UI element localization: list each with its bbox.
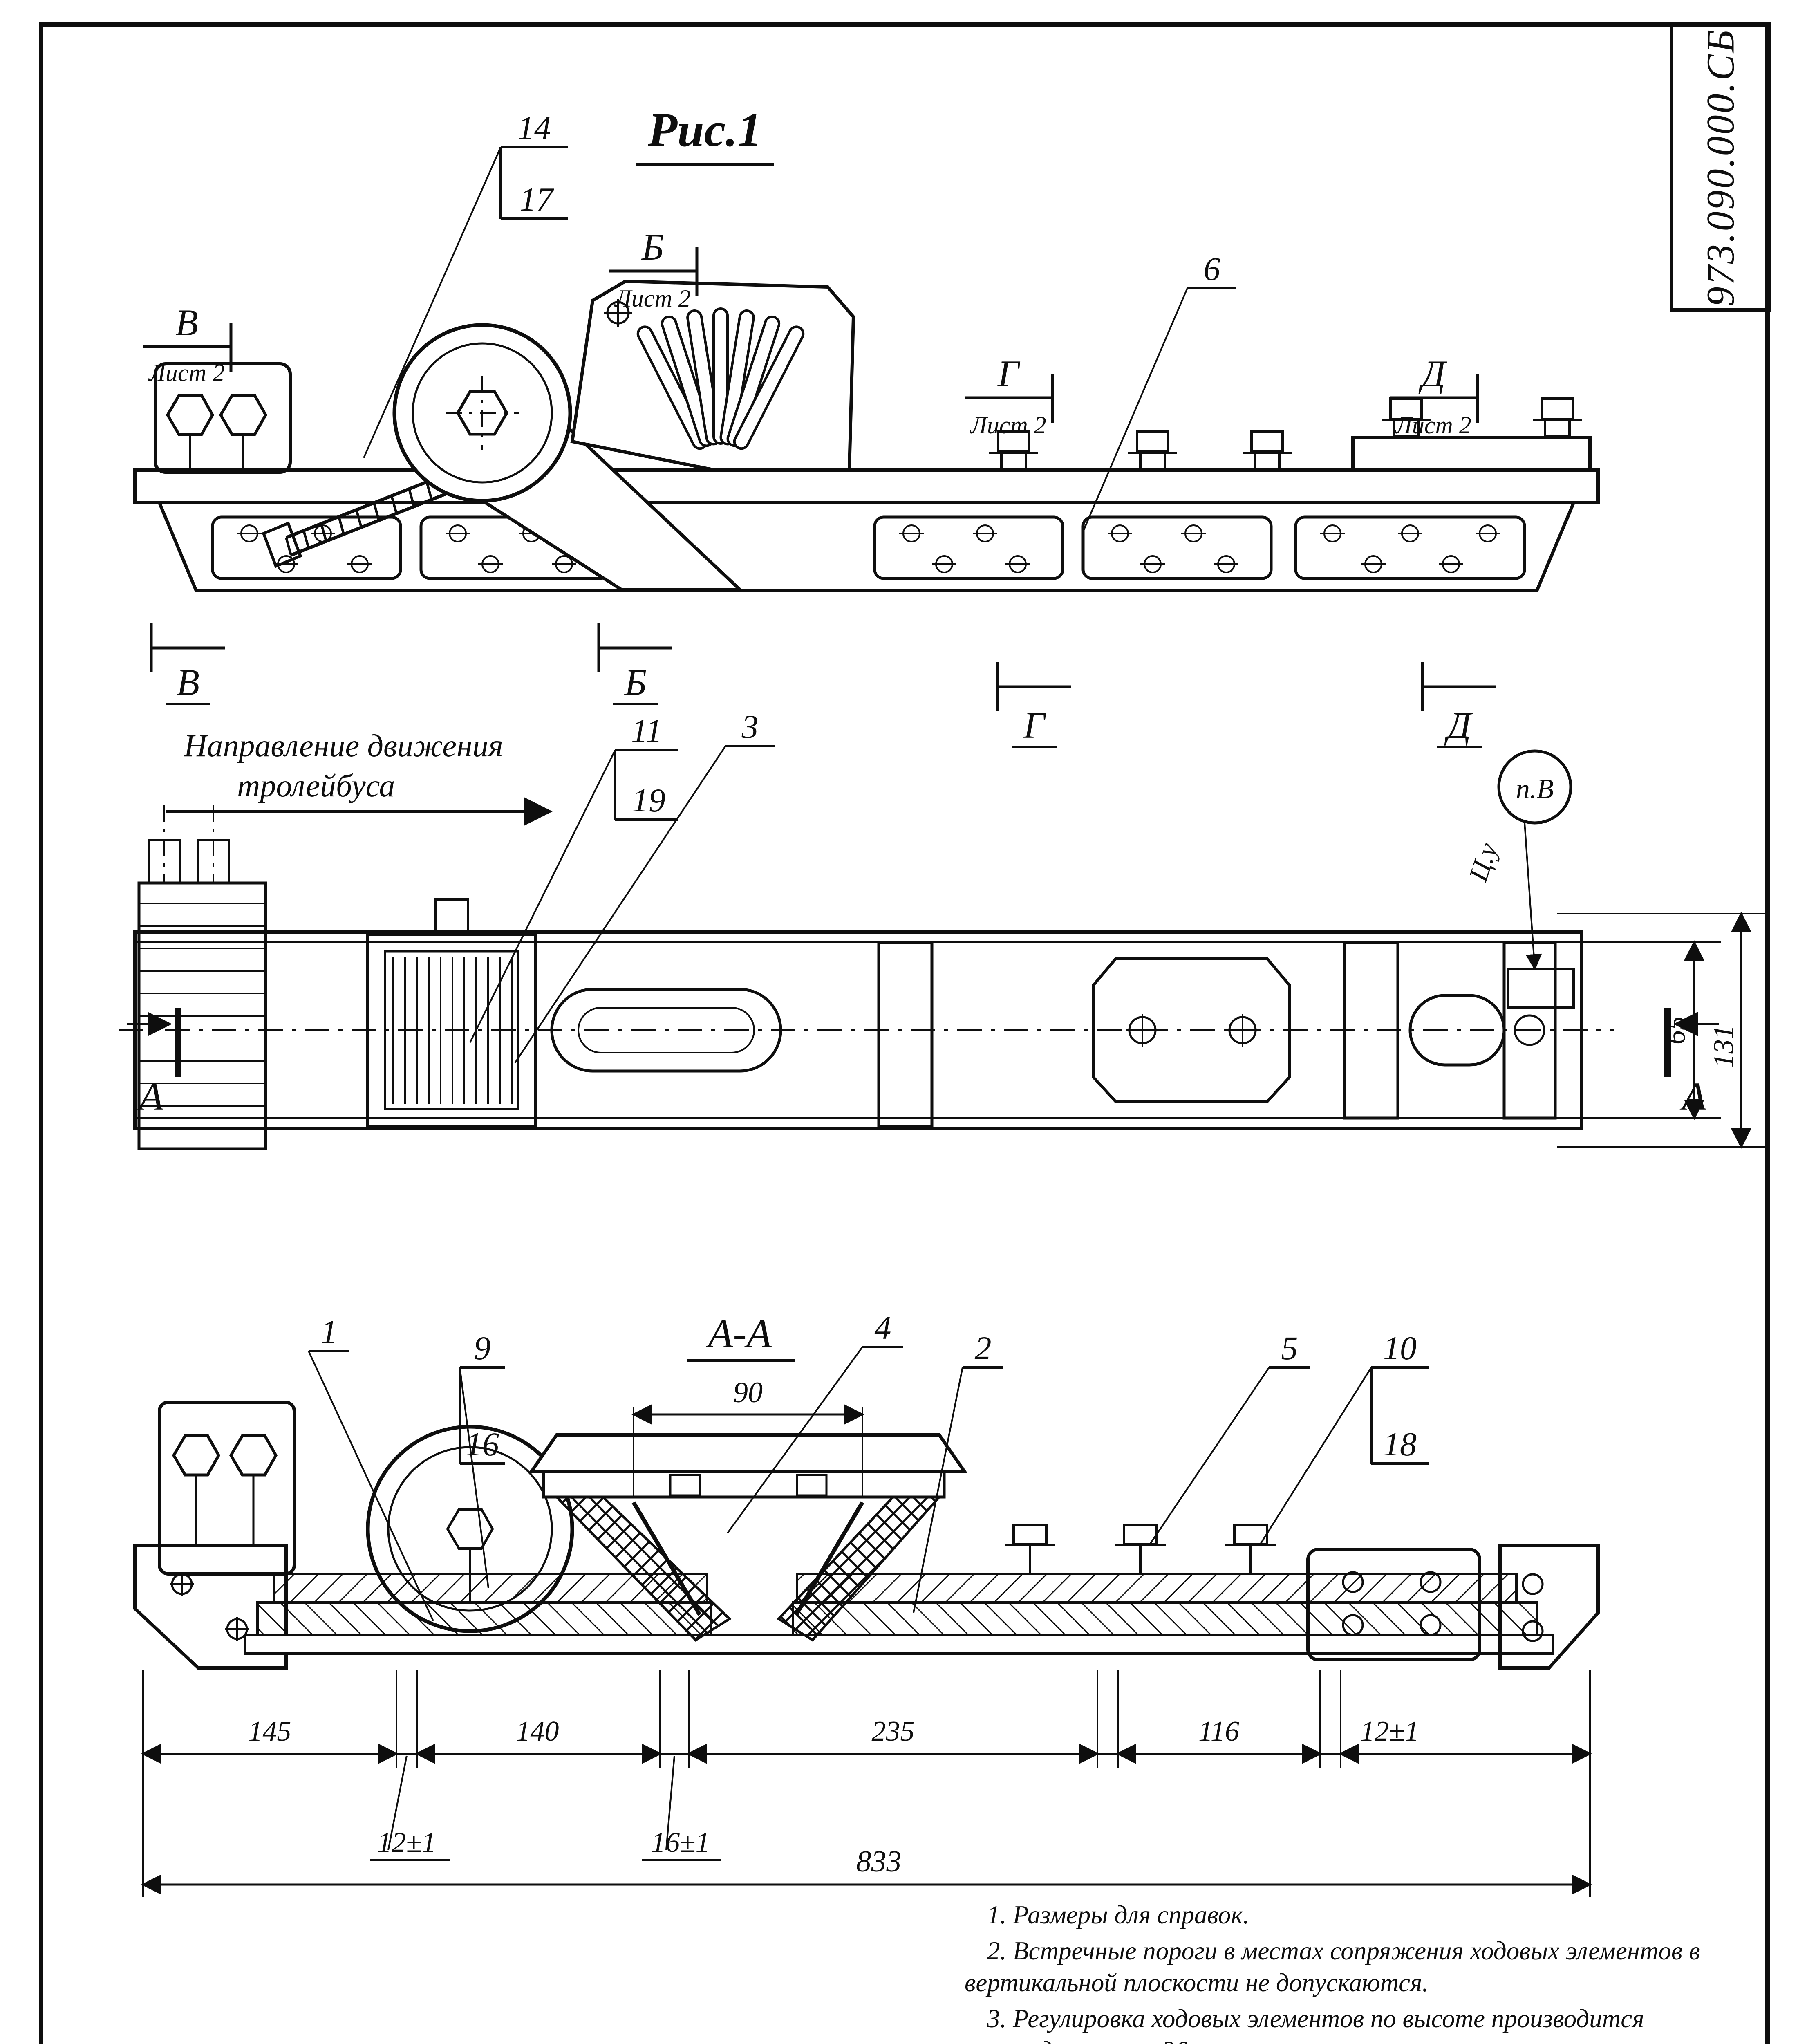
dimension-value: 90 (733, 1376, 763, 1409)
section-cut-marks: А А (127, 1008, 1719, 1119)
callout-10-18: 10 18 (1260, 1329, 1429, 1544)
front-left-bracket (154, 362, 292, 474)
section-marker-g-top: Г Лист 2 (965, 353, 1054, 439)
dimension-value: 833 (856, 1845, 902, 1878)
sheet-reference: Лист 2 (970, 412, 1046, 439)
note: 2. Встречные пороги в местах сопряжения … (965, 1936, 1700, 1997)
position-number: 3 (741, 708, 759, 745)
section-letter: Г (1023, 704, 1046, 746)
front-wheel (392, 323, 572, 503)
position-number: 18 (1383, 1425, 1417, 1463)
plan-right-end (1343, 941, 1575, 1120)
note: 3. Регулировка ходовых элементов по высо… (965, 2004, 1644, 2044)
section-marker-v-top: В Лист 2 (143, 302, 233, 386)
position-number: 19 (632, 782, 665, 819)
position-number: 5 (1281, 1329, 1298, 1367)
section-letter: Д (1444, 704, 1473, 746)
section-right-plates (1306, 1544, 1600, 1670)
dimension-value: 145 (249, 1716, 291, 1747)
dimension-value: 12±1 (1360, 1716, 1419, 1747)
section-marker-d-top: Д Лист 2 (1390, 353, 1479, 439)
section-base-plates (244, 1573, 1554, 1655)
section-view-label: А-А (705, 1311, 772, 1356)
position-number: 11 (631, 712, 662, 749)
technical-notes: 1. Размеры для справок. 2. Встречные пор… (965, 1899, 1776, 2044)
section-arc-chamber (528, 1433, 968, 1642)
section-view: А-А (133, 1309, 1600, 1897)
callout-2: 2 (913, 1329, 1003, 1613)
section-marker-g-bottom: Г (996, 662, 1071, 748)
view-reference-pv: п.В Ц.у (1463, 749, 1572, 970)
front-plate-holes (237, 524, 1500, 573)
callout-14-17: 14 17 (363, 109, 568, 458)
plan-bracket-plate (1092, 957, 1291, 1103)
callout-3: 3 (514, 708, 775, 1064)
dimension-90: 90 (631, 1376, 864, 1498)
section-letter: Б (641, 226, 664, 268)
dimension-value: 16±1 (651, 1827, 710, 1858)
front-arc-chute (570, 279, 855, 471)
position-number: 9 (474, 1329, 491, 1367)
sheet-reference: Лист 2 (614, 285, 691, 312)
callout-5: 5 (1150, 1329, 1310, 1544)
drawing-frame (39, 22, 1770, 2044)
figure-caption: Рис.1 (636, 102, 774, 166)
plan-rail (119, 930, 1614, 1130)
direction-text-line2: тролейбуса (237, 768, 395, 803)
callout-4: 4 (727, 1309, 903, 1534)
dimension-value: 140 (516, 1716, 559, 1747)
direction-text-line1: Направление движения (184, 728, 503, 763)
front-bolts (989, 397, 1582, 471)
section-letter: Д (1418, 353, 1447, 394)
front-mount-plates (211, 515, 1526, 580)
section-letter: Г (997, 353, 1021, 394)
cu-label: Ц.у (1463, 839, 1504, 885)
position-number: 1 (321, 1313, 338, 1350)
corner-stamp: 973.090.000.СБ (1670, 22, 1771, 312)
plan-dimensions: 65 131 (1557, 912, 1766, 1149)
section-marker-b-top: Б Лист 2 (609, 226, 699, 312)
position-number: 14 (517, 109, 551, 146)
section-letter: А (137, 1075, 164, 1119)
dimension-value: 116 (1198, 1716, 1239, 1747)
section-marker-d-bottom: Д (1421, 662, 1496, 748)
document-number-vertical: 973.090.000.СБ (1698, 28, 1742, 307)
section-letter: А (1679, 1075, 1707, 1119)
position-number: 4 (875, 1309, 891, 1346)
callout-6: 6 (1082, 250, 1236, 532)
section-letter: Б (624, 661, 647, 703)
sheet-reference: Лист 2 (148, 359, 225, 386)
front-rail (133, 436, 1600, 592)
dimension-value: 235 (872, 1716, 915, 1747)
plan-center-mechanism (550, 941, 934, 1128)
section-title: А-А (687, 1311, 795, 1362)
section-letter: В (177, 661, 199, 703)
plan-view: Направление движения тролейбуса 11 19 3 (119, 708, 1766, 1150)
position-number: 6 (1204, 250, 1220, 287)
plan-arc-chute-assembly (366, 898, 537, 1128)
position-number: 17 (519, 181, 554, 218)
dimension-value: 131 (1708, 1025, 1740, 1068)
callout-11-19: 11 19 (469, 712, 678, 1043)
view-reference-label: п.В (1516, 773, 1554, 804)
direction-label: Направление движения тролейбуса (166, 728, 553, 826)
dimension-value: 12±1 (377, 1827, 436, 1858)
note: 1. Размеры для справок. (987, 1901, 1249, 1929)
sheet-reference: Лист 2 (1395, 412, 1471, 439)
position-number: 2 (975, 1329, 992, 1367)
section-letter: В (175, 302, 198, 343)
section-left-bracket (158, 1401, 296, 1576)
section-marker-v-bottom: В (150, 623, 225, 705)
callout-1: 1 (308, 1313, 434, 1621)
plan-laminated-stack (137, 805, 267, 1150)
dimension-row: 145 140 235 116 12±1 12±1 16±1 (141, 1670, 1592, 1861)
section-marker-b-bottom: Б (597, 623, 672, 705)
front-view: 14 17 6 В Лист 2 Б Лист 2 Г Лист 2 Д (133, 109, 1600, 748)
section-bolts (1005, 1524, 1276, 1574)
dimension-total: 833 (141, 1768, 1592, 1897)
callout-9-16: 9 16 (459, 1329, 505, 1589)
position-number: 10 (1383, 1329, 1417, 1367)
